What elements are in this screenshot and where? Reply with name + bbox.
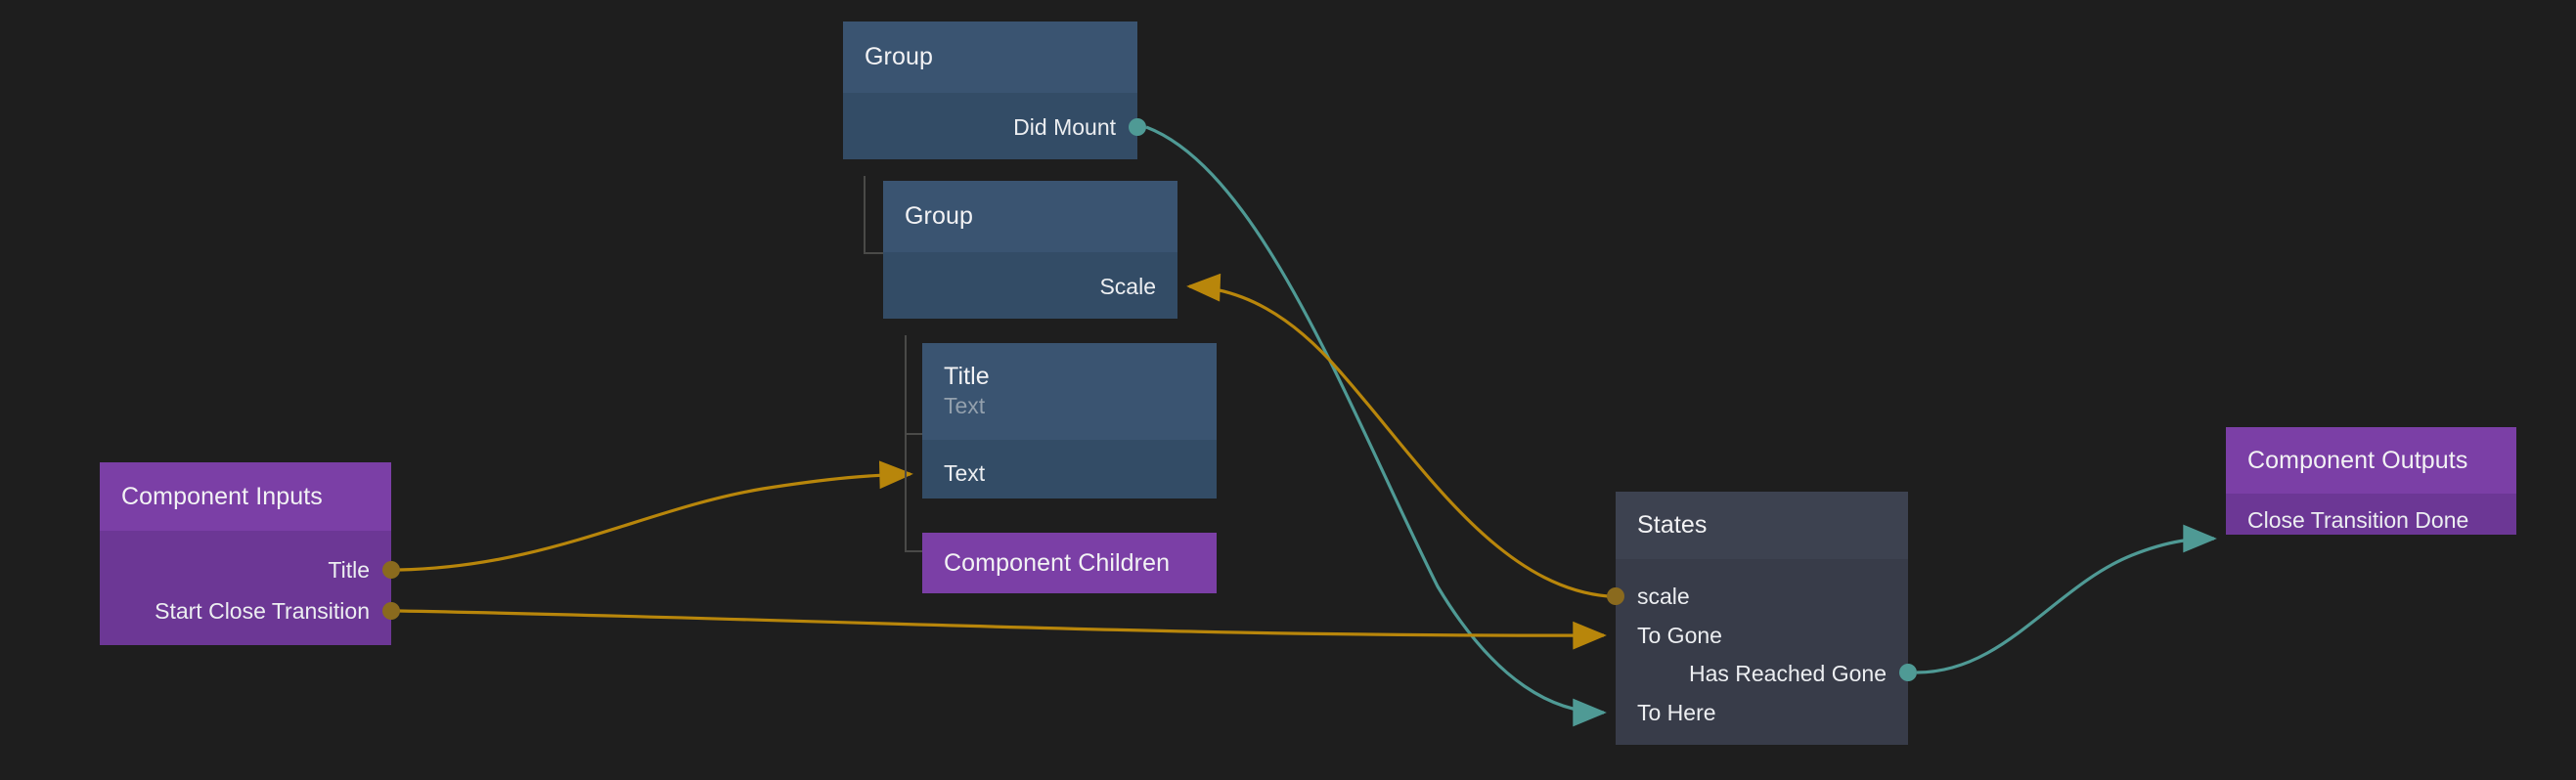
wire-scale-to-group2-scale (1186, 273, 1609, 598)
node-group-2-title: Group (905, 202, 973, 231)
node-component-outputs-header: Component Outputs (2226, 427, 2516, 494)
node-group-1[interactable]: Group Did Mount (843, 22, 1137, 159)
node-states-body: scale To Gone Has Reached Gone To Here (1616, 559, 1908, 745)
port-in-text[interactable]: Text (944, 460, 985, 486)
port-dot-scale-state[interactable] (1607, 587, 1624, 605)
node-component-outputs-body: Close Transition Done (2226, 494, 2516, 535)
port-dot-start-close-transition[interactable] (382, 602, 400, 620)
node-states-header: States (1616, 492, 1908, 559)
node-title-body: Text (922, 440, 1217, 498)
node-group-1-title: Group (865, 43, 933, 71)
port-in-to-here-label: To Here (1637, 699, 1716, 725)
node-component-inputs-title: Component Inputs (121, 482, 323, 510)
port-out-title[interactable]: Title (328, 557, 370, 583)
port-out-did-mount-label: Did Mount (1013, 113, 1116, 140)
port-out-start-close-transition-label: Start Close Transition (155, 597, 370, 624)
node-component-outputs[interactable]: Component Outputs Close Transition Done (2226, 427, 2516, 535)
port-in-scale-state[interactable]: scale (1637, 584, 1690, 609)
port-out-title-label: Title (328, 556, 370, 583)
node-group-1-body: Did Mount (843, 93, 1137, 159)
node-title-title: Title (944, 363, 990, 391)
node-title-header: Title Text (922, 343, 1217, 440)
node-title-subtitle: Text (944, 393, 986, 419)
tree-guide-group-2 (905, 335, 928, 552)
node-component-inputs-body: Title Start Close Transition (100, 531, 391, 645)
port-in-to-gone-label: To Gone (1637, 622, 1722, 648)
port-out-did-mount[interactable]: Did Mount (1013, 114, 1116, 140)
port-in-text-label: Text (944, 459, 986, 486)
port-out-has-reached-gone-label: Has Reached Gone (1688, 660, 1887, 686)
port-in-to-gone[interactable]: To Gone (1637, 623, 1722, 648)
port-dot-title[interactable] (382, 561, 400, 579)
wire-has-reached-gone-to-close-done (1916, 524, 2217, 674)
port-in-to-here[interactable]: To Here (1637, 700, 1716, 725)
port-dot-has-reached-gone[interactable] (1899, 664, 1917, 681)
node-component-children[interactable]: Component Children (922, 533, 1217, 593)
tree-guide-group-1 (864, 176, 887, 254)
node-component-inputs[interactable]: Component Inputs Title Start Close Trans… (100, 462, 391, 645)
port-in-scale[interactable]: Scale (1099, 274, 1156, 299)
node-group-2[interactable]: Group Scale (883, 181, 1177, 319)
node-component-inputs-header: Component Inputs (100, 462, 391, 531)
port-out-start-close-transition[interactable]: Start Close Transition (155, 598, 370, 624)
port-in-scale-state-label: scale (1637, 583, 1690, 609)
port-out-has-reached-gone[interactable]: Has Reached Gone (1689, 661, 1887, 686)
node-group-2-header: Group (883, 181, 1177, 252)
port-in-scale-label: Scale (1099, 273, 1156, 299)
node-group-1-header: Group (843, 22, 1137, 93)
node-component-outputs-title: Component Outputs (2247, 446, 2468, 474)
port-in-close-transition-done[interactable]: Close Transition Done (2247, 507, 2468, 533)
node-component-children-title: Component Children (944, 548, 1171, 577)
node-group-2-body: Scale (883, 252, 1177, 319)
node-states-title: States (1637, 511, 1708, 540)
port-in-close-transition-done-label: Close Transition Done (2247, 506, 2469, 533)
wire-start-close-to-to-gone (398, 609, 1607, 650)
node-states[interactable]: States scale To Gone Has Reached Gone To… (1616, 492, 1908, 745)
wire-inputs-title-to-title-text (398, 460, 913, 572)
node-component-children-header: Component Children (922, 533, 1217, 593)
port-dot-did-mount[interactable] (1129, 118, 1146, 136)
node-title[interactable]: Title Text Text (922, 343, 1217, 498)
